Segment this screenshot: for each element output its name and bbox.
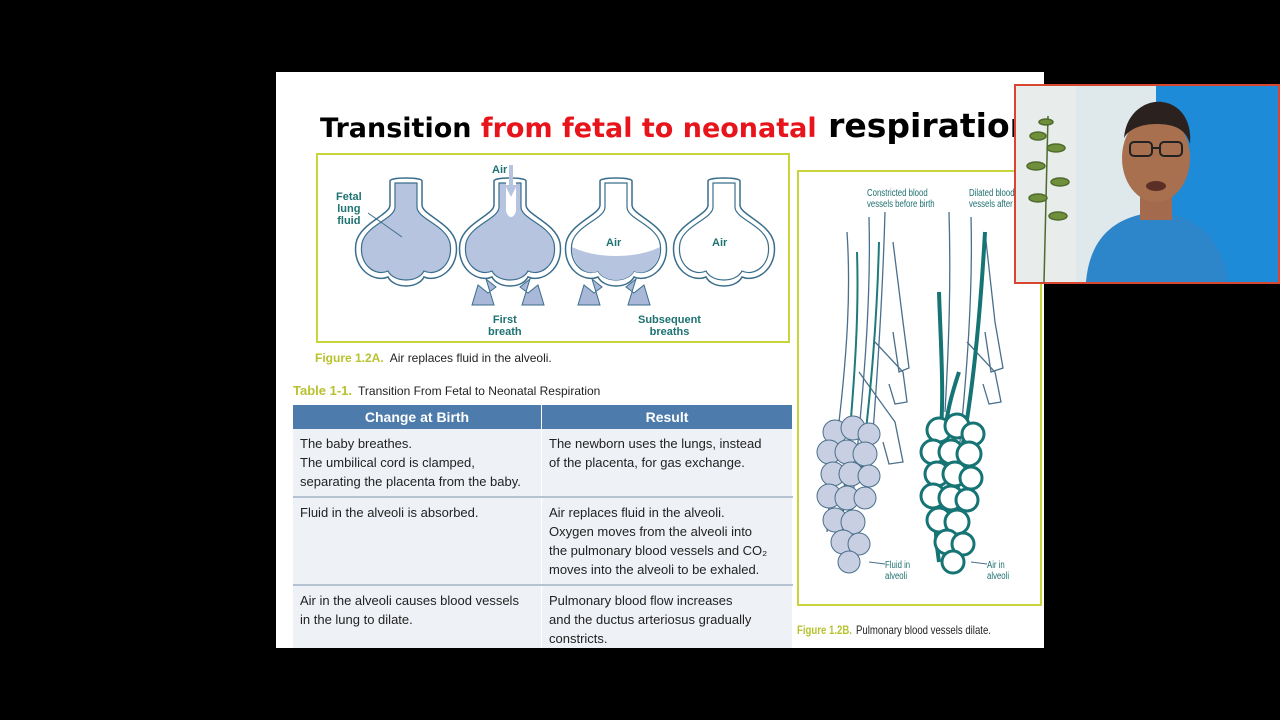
presenter-video-frame (1016, 86, 1278, 282)
table-header-row: Change at Birth Result (293, 405, 793, 429)
cell-result: Pulmonary blood flow increases and the d… (541, 585, 793, 648)
figure-b-caption: Figure 1.2B.Pulmonary blood vessels dila… (797, 623, 991, 637)
presenter-avatar (1086, 101, 1228, 282)
label-air-3: Air (606, 237, 622, 249)
header-result: Result (541, 405, 793, 429)
figure-b-number: Figure 1.2B. (797, 623, 852, 637)
figure-b-caption-text: Pulmonary blood vessels dilate. (855, 623, 991, 637)
fluid-pointer-line (367, 212, 403, 238)
cell-change: Air in the alveoli causes blood vessels … (293, 585, 542, 648)
transition-table: Change at Birth Result The baby breathes… (293, 405, 793, 648)
alveolus-air-filled (672, 177, 776, 287)
alveolus-partial-air (564, 177, 668, 287)
breath-arrows (471, 277, 651, 306)
alveolus-fluid-filled (354, 177, 458, 287)
fluid-alveoli-cluster (816, 415, 881, 574)
label-fluid-in-alveoli: Fluid in alveoli (885, 560, 911, 582)
title-part-2-highlight: from fetal to neonatal (480, 113, 817, 144)
webcam-video-overlay (1014, 84, 1280, 284)
table-caption-text: Transition From Fetal to Neonatal Respir… (358, 384, 601, 398)
label-air-4: Air (712, 237, 728, 249)
label-constricted-vessels: Constricted blood vessels before birth (867, 188, 935, 210)
slide: Transition from fetal to neonatal respir… (276, 72, 1044, 648)
title-part-1: Transition (320, 113, 481, 144)
label-air-in-alveoli: Air in alveoli (987, 560, 1010, 582)
table-row: The baby breathes. The umbilical cord is… (293, 429, 793, 498)
figure-pulmonary-vessels-dilate: Constricted blood vessels before birth D… (797, 170, 1042, 606)
fluid-label-pointer (868, 561, 886, 565)
alveolus-first-breath (458, 165, 562, 287)
table-row: Air in the alveoli causes blood vessels … (293, 585, 793, 648)
cell-change: Fluid in the alveoli is absorbed. (293, 497, 542, 586)
figure-alveoli-air-replaces-fluid: Fetal lung fluid Air Air Air First breat… (316, 153, 790, 343)
cell-result: Air replaces fluid in the alveoli. Oxyge… (541, 497, 793, 586)
figure-a-caption: Figure 1.2A. Air replaces fluid in the al… (315, 351, 552, 365)
table-caption: Table 1-1. Transition From Fetal to Neona… (293, 383, 600, 398)
plant-icon (1026, 115, 1070, 282)
cell-result: The newborn uses the lungs, instead of t… (541, 429, 793, 498)
figure-a-caption-text: Air replaces fluid in the alveoli. (389, 351, 552, 365)
slide-title: Transition from fetal to neonatal respir… (320, 106, 1033, 145)
label-fetal-lung-fluid: Fetal lung fluid (336, 191, 362, 227)
alveoli-illustration (354, 165, 776, 306)
header-change-at-birth: Change at Birth (293, 405, 542, 429)
table-number: Table 1-1. (293, 383, 353, 398)
title-part-3: respiration (816, 106, 1034, 145)
air-alveoli-cluster (919, 412, 986, 575)
cell-change: The baby breathes. The umbilical cord is… (293, 429, 542, 498)
figure-a-number: Figure 1.2A. (315, 351, 384, 365)
label-dilated-vessels: Dilated blood vessels after bi (969, 188, 1022, 210)
label-first-breath: First breath (488, 314, 522, 338)
label-subsequent-breaths: Subsequent breaths (638, 314, 701, 338)
vessels-illustration (816, 211, 1004, 575)
air-label-pointer (970, 561, 988, 565)
label-air-top: Air (492, 164, 508, 176)
table-row: Fluid in the alveoli is absorbed. Air re… (293, 497, 793, 586)
